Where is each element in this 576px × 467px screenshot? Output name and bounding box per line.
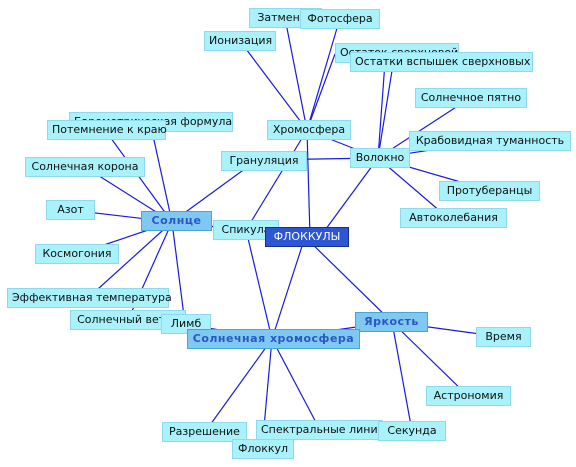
- edge-chromosphere-spectral: [271, 338, 321, 431]
- node-center[interactable]: ФЛОККУЛЫ: [265, 227, 349, 247]
- edge-chromo-center: [306, 129, 311, 238]
- node-astronomy[interactable]: Астрономия: [426, 386, 511, 406]
- edge-chromo-spicule: [245, 129, 308, 231]
- node-spicule[interactable]: Спикула: [213, 220, 279, 240]
- node-eff-temp[interactable]: Эффективная температура: [7, 288, 172, 308]
- edge-chromo-snr: [306, 53, 336, 131]
- edge-chromo-ionization: [239, 40, 308, 131]
- node-solar-wind[interactable]: Солнечный ветер: [70, 310, 186, 330]
- edge-spicule-chromosphere: [245, 229, 273, 340]
- node-resolution[interactable]: Разрешение: [162, 422, 247, 442]
- node-chromosphere[interactable]: Солнечная хромосфера: [187, 329, 360, 349]
- edge-chromo-photosphere: [306, 17, 341, 131]
- node-granulation[interactable]: Грануляция: [221, 151, 307, 171]
- node-brightness[interactable]: Яркость: [355, 312, 428, 332]
- node-spectral-lines[interactable]: Спектральные линии: [256, 420, 385, 440]
- edge-center-chromosphere: [271, 236, 306, 340]
- node-cosmogony[interactable]: Космогония: [35, 244, 119, 264]
- node-time[interactable]: Время: [476, 327, 531, 347]
- edge-sun-efftemp: [87, 221, 173, 299]
- node-limb-darkening[interactable]: Потемнение к краю: [47, 120, 167, 140]
- edge-sun-limb: [171, 221, 186, 325]
- node-autooscillation[interactable]: Автоколебания: [400, 208, 507, 228]
- node-second[interactable]: Секунда: [378, 421, 446, 441]
- node-nitrogen[interactable]: Азот: [46, 200, 95, 220]
- edge-fibril-snr-remnants: [377, 61, 386, 159]
- node-sun[interactable]: Солнце: [141, 211, 212, 231]
- edge-brightness-second: [391, 321, 413, 432]
- node-flocculus[interactable]: Флоккул: [232, 439, 294, 459]
- node-photosphere[interactable]: Фотосфера: [300, 9, 380, 29]
- node-fibril[interactable]: Волокно: [350, 148, 410, 168]
- edge-chromo-eclipse: [284, 17, 308, 131]
- node-prominences[interactable]: Протуберанцы: [439, 181, 540, 201]
- node-chromo[interactable]: Хромосфера: [267, 120, 351, 140]
- node-corona[interactable]: Солнечная корона: [25, 157, 145, 177]
- edge-brightness-astronomy: [391, 321, 469, 397]
- edge-center-brightness: [304, 236, 393, 323]
- edge-fibril-center: [319, 157, 379, 238]
- node-sunspot[interactable]: Солнечное пятно: [415, 88, 527, 108]
- node-ionization[interactable]: Ионизация: [204, 31, 276, 51]
- node-crab[interactable]: Крабовидная туманность: [409, 131, 571, 151]
- node-snr-remnants[interactable]: Остатки вспышек сверхновых: [350, 52, 533, 72]
- edge-chromosphere-resolution: [204, 338, 273, 433]
